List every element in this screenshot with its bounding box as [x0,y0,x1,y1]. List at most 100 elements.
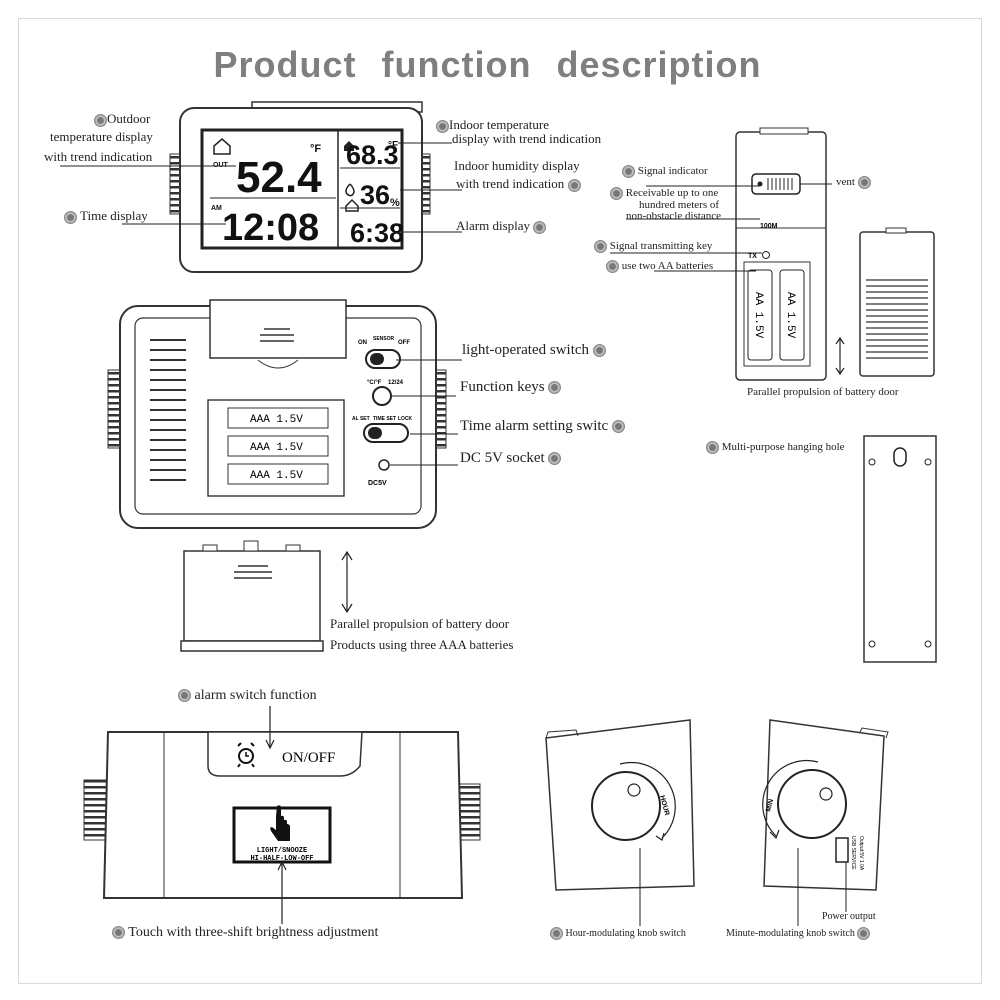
callout-bullet-icon [548,452,562,466]
callout-bullet-icon [610,187,623,200]
usb-service-label: USB SERVICE [850,836,856,870]
hanging-hole [893,447,907,467]
touch-brightness-callout: Touch with three-shift brightness adjust… [112,925,378,941]
hour-knob-side-view: HOUR [545,719,695,926]
callout-bullet-icon [550,927,563,940]
humidity-drop-icon [345,183,355,197]
signal-transmitting-key[interactable] [762,251,770,259]
receivable-callout-line2: hundred meters of [639,199,720,211]
callout-bullet-icon [594,240,607,253]
aa-battery-2-label: AA 1.5V [784,292,796,339]
lock-label: LOCK [398,416,413,422]
two-aa-callout: use two AA batteries [606,260,713,273]
light-switch-callout: light-operated switch [462,342,606,359]
indoor-home-icon [344,141,354,151]
hour-mode-label: 12/24 [388,380,404,386]
callout-bullet-icon [548,381,562,395]
aaa-battery-1-label: AAA 1.5V [250,414,303,426]
alarm-display-callout: Alarm display [456,218,547,234]
aaa-battery-door [180,540,353,652]
am-indicator: AM [211,205,222,212]
indoor-temp-callout-line2: display with trend indication [452,131,602,146]
function-key[interactable] [372,386,392,406]
callout-bullet-icon [533,220,547,234]
callout-bullet-icon [611,420,625,434]
callout-bullet-icon [592,344,606,358]
clock-back-view: AAA 1.5V AAA 1.5V AAA 1.5V ON SENSOR OFF… [107,299,447,529]
indoor-humidity-callout: with trend indication [456,176,581,192]
battery-door-callout-line1: Parallel propulsion of battery door [330,616,510,631]
callout-bullet-icon [94,113,107,127]
aa-battery-1-label: AA 1.5V [752,292,764,339]
time-value: 12:08 [222,207,319,249]
humidity-unit: % [390,197,400,209]
battery-door-callout-line2: Products using three AAA batteries [330,637,514,652]
alarm-clock-icon [237,742,255,768]
callout-bullet-icon [622,165,635,178]
function-keys-callout: Function keys [460,379,562,396]
callout-bullet-icon [178,689,191,703]
callout-bullet-icon [64,210,77,224]
alarm-time-value: 6:38 [350,218,404,248]
signal-key-callout: Signal transmitting key [594,240,712,253]
light-snooze-label: LIGHT/SNOOZE [257,847,307,855]
outdoor-temp-callout-line2: temperature display [50,129,153,144]
receivable-callout: Receivable up to one [610,187,718,200]
alarm-on-off-label: ON/OFF [282,750,335,766]
aaa-battery-3-label: AAA 1.5V [250,470,303,482]
aaa-battery-2-label: AAA 1.5V [250,442,303,454]
signal-indicator-callout: Signal indicator [622,165,708,178]
clock-top-view: ON/OFF LIGHT/SNOOZE HI-HALF-LOW-OFF [83,706,481,924]
back-leader-lines [390,359,462,466]
outdoor-temp-callout-line1: Outdoor [107,111,151,126]
minute-knob-callout: Minute-modulating knob switch [726,927,871,940]
callout-bullet-icon [857,927,871,940]
usb-power-output-port[interactable] [835,837,849,863]
time-set-label: TIME SET [373,416,396,422]
dc-label: DC5V [368,480,387,487]
home-icon [213,138,231,155]
callout-bullet-icon [436,119,449,133]
home-icon-humidity [345,198,359,212]
dc-5v-socket[interactable] [378,459,390,471]
indoor-temp-callout: Indoor temperature [436,117,549,133]
unit-toggle-label: °C/°F [367,380,382,386]
sensor-range-label: 100M [760,223,778,230]
time-alarm-switch-callout: Time alarm setting switc [460,418,625,435]
callout-bullet-icon [706,441,719,454]
indoor-temp-unit: °F [388,140,398,151]
wall-mount-plate [863,435,937,663]
minute-knob-side-view: MIN USB SERVICE Output:5V 1.0A [762,719,889,926]
sensor-battery-door-callout: Parallel propulsion of battery door [747,386,899,398]
signal-indicator-led [757,181,763,187]
minute-knob-label: MIN [765,798,775,812]
hour-knob-callout: Hour-modulating knob switch [550,927,686,940]
indoor-humidity-callout-line1: Indoor humidity display [454,158,580,173]
front-leader-lines [60,142,462,233]
brightness-levels-label: HI-HALF-LOW-OFF [250,855,313,863]
figure-title: Product function description [213,44,762,85]
outdoor-temp-callout: Outdoor [94,111,150,127]
hour-knob[interactable] [591,771,661,841]
time-display-callout: Time display [64,208,148,224]
callout-bullet-icon [606,260,619,273]
power-output-callout: Power output [822,911,876,922]
outdoor-temp-unit: °F [310,143,321,155]
vent-callout: vent [836,176,871,189]
callout-bullet-icon [112,926,125,940]
al-set-label: AL SET [352,416,370,422]
callout-bullet-icon [567,178,581,192]
usb-output-label: Output:5V 1.0A [858,836,864,871]
callout-bullet-icon [857,176,871,189]
alarm-switch-callout: alarm switch function [178,688,317,704]
outdoor-temp-callout-line3: with trend indication [44,149,153,164]
sensor-label: SENSOR [373,336,395,342]
outdoor-sensor: 100M TX AA 1.5V AA 1.5V [735,127,935,381]
hanging-hole-callout: Multi-purpose hanging hole [706,441,845,454]
receivable-callout-line3: non-obstacle distance [626,210,721,222]
pointing-hand-icon [270,805,290,841]
indoor-temp-value: 68.3 [346,140,399,170]
sensor-tx-label: TX [748,253,757,260]
minute-knob[interactable] [777,769,847,839]
